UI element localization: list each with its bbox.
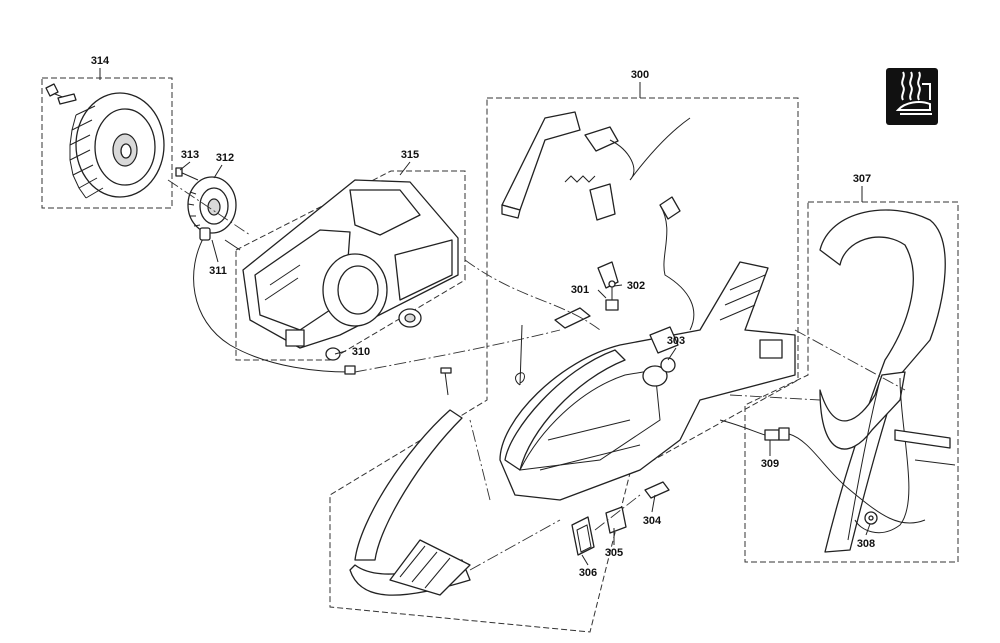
front-handle-part — [819, 209, 946, 553]
cover-306-part — [571, 516, 595, 556]
callout-315: 315 — [401, 149, 419, 161]
callout-308: 308 — [857, 538, 875, 550]
flywheel-part — [45, 83, 165, 199]
callout-313: 313 — [181, 149, 199, 161]
callout-306: 306 — [579, 567, 597, 579]
leader-line — [594, 494, 641, 531]
callout-302: 302 — [627, 280, 645, 292]
callout-304: 304 — [643, 515, 662, 527]
leader-line — [469, 419, 491, 501]
callout-301: 301 — [571, 284, 589, 296]
leader-line — [469, 519, 561, 571]
motor-housing-part — [499, 261, 796, 501]
switch-305-part — [605, 506, 627, 534]
callout-310: 310 — [352, 346, 370, 358]
hot-handle-icon — [886, 68, 938, 125]
clip-304-part — [644, 481, 670, 499]
spring-part — [515, 324, 525, 386]
front-bumper-part — [349, 367, 471, 596]
group-box-315 — [235, 170, 466, 361]
capacitor-303-part — [649, 326, 679, 373]
callout-300: 300 — [631, 69, 649, 81]
screw-308-part — [864, 511, 878, 525]
switch-mechanism-part — [564, 117, 695, 331]
leader-line — [464, 259, 601, 331]
callout-312: 312 — [216, 152, 234, 164]
callout-307: 307 — [853, 173, 871, 185]
handle-bracket-part — [894, 429, 956, 466]
callout-311: 311 — [209, 265, 227, 277]
rear-handle-trigger-part — [501, 111, 581, 219]
leader-line — [729, 394, 821, 401]
screw-302-part — [605, 280, 619, 311]
leader-line — [354, 329, 561, 373]
callout-314: 314 — [91, 55, 110, 67]
group-box-314 — [41, 77, 173, 209]
callout-303: 303 — [667, 335, 685, 347]
callout-309: 309 — [761, 458, 779, 470]
group-box-307 — [744, 201, 959, 563]
callout-ticks — [99, 68, 871, 566]
starter-pulley-part — [175, 167, 237, 234]
leader-line — [794, 329, 906, 391]
leader-line — [167, 179, 251, 236]
callout-305: 305 — [605, 547, 623, 559]
crankcase-housing-part — [242, 179, 459, 361]
connector-309-part — [719, 419, 926, 524]
starter-cable-part — [193, 227, 356, 375]
